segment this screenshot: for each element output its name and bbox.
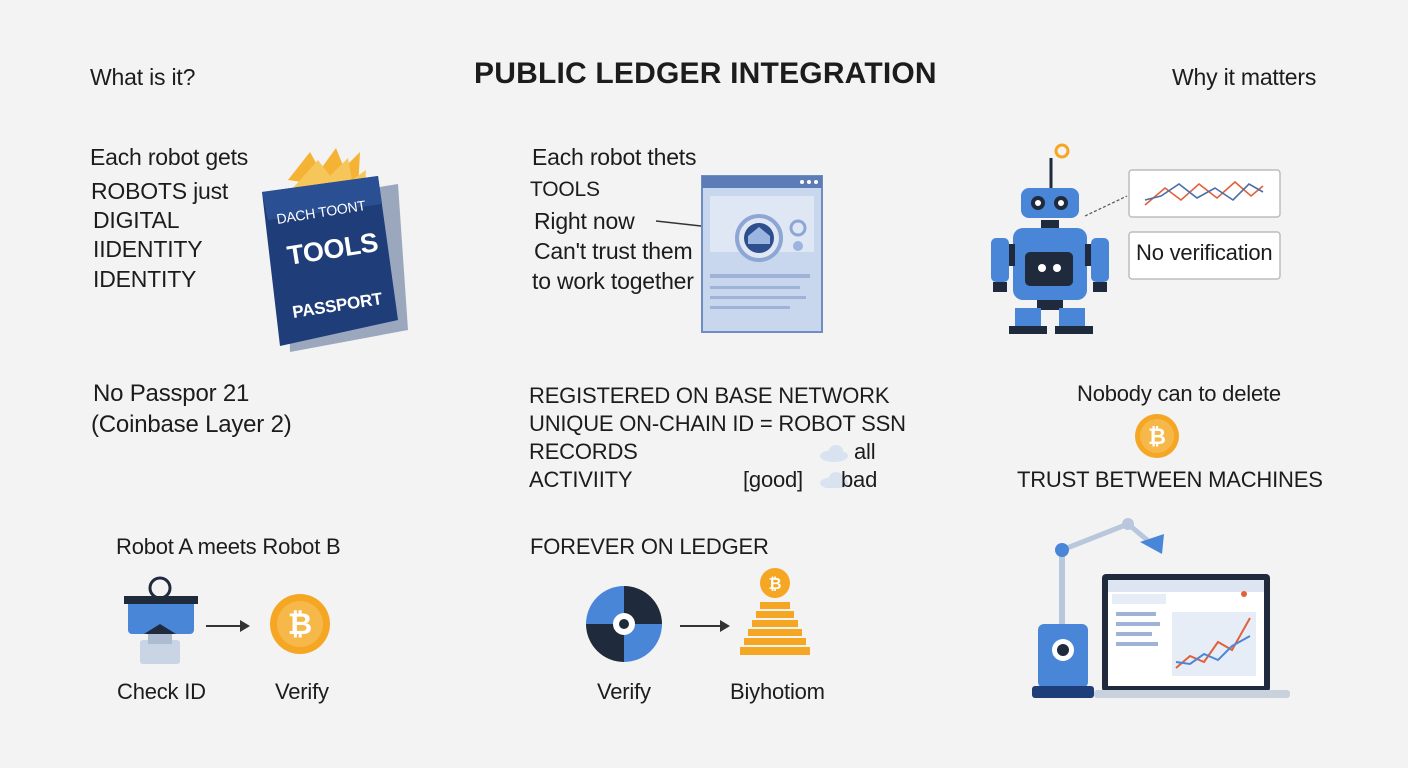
cloud-icons: [818, 440, 852, 489]
stack-label: Biyhotiom: [730, 679, 825, 704]
robot-arm-laptop-illustration: [1028, 514, 1294, 704]
ledger-flow: ₿: [584, 566, 824, 670]
robot-meets-label: Robot A meets Robot B: [116, 534, 341, 559]
col1-line-2: ROBOTS just: [91, 178, 229, 204]
browser-window-illustration: [620, 174, 830, 334]
forever-on-ledger-label: FOREVER ON LEDGER: [530, 534, 769, 559]
col1-verify-label: Verify: [275, 679, 329, 704]
col2-line-5: to work together: [532, 268, 694, 294]
trust-between-machines-label: TRUST BETWEEN MACHINES: [1017, 467, 1323, 492]
svg-text:₿: ₿: [288, 607, 312, 642]
col2-line-4: Can't trust them: [534, 238, 693, 264]
col2-line-2: TOOLS: [530, 178, 600, 201]
registry-line-1: REGISTERED ON BASE NETWORK: [529, 383, 890, 408]
col2-verify-label: Verify: [597, 679, 651, 704]
registry-line-4: ACTIVIITY: [529, 467, 633, 492]
svg-text:₿: ₿: [768, 574, 781, 593]
bitcoin-icon: ₿: [1133, 412, 1181, 460]
bad-label: bad: [841, 467, 878, 492]
robot-illustration: [985, 140, 1285, 340]
what-is-it-heading: What is it?: [90, 64, 196, 90]
network-line-1: No Passpor 21: [93, 380, 250, 407]
col1-line-4: IIDENTITY: [93, 236, 203, 262]
check-id-flow: ₿: [118, 570, 338, 670]
page-title: PUBLIC LEDGER INTEGRATION: [474, 57, 937, 90]
col2-line-1: Each robot thets: [532, 144, 697, 170]
col1-line-5: IDENTITY: [93, 266, 197, 292]
col1-line-3: DIGITAL: [93, 207, 180, 233]
why-it-matters-heading: Why it matters: [1172, 64, 1317, 90]
no-verification-label: No verification: [1136, 240, 1273, 265]
registry-line-2: UNIQUE ON-CHAIN ID = ROBOT SSN: [529, 411, 906, 436]
col1-line-1: Each robot gets: [90, 144, 249, 170]
network-line-2: (Coinbase Layer 2): [91, 411, 292, 438]
passport-illustration: [248, 140, 418, 360]
all-label: all: [854, 439, 876, 464]
nobody-delete-label: Nobody can to delete: [1077, 381, 1281, 406]
registry-line-3: RECORDS: [529, 439, 638, 464]
svg-text:₿: ₿: [1148, 425, 1166, 450]
col2-line-3: Right now: [534, 208, 635, 234]
check-id-label: Check ID: [117, 679, 206, 704]
good-label: [good]: [743, 467, 803, 492]
